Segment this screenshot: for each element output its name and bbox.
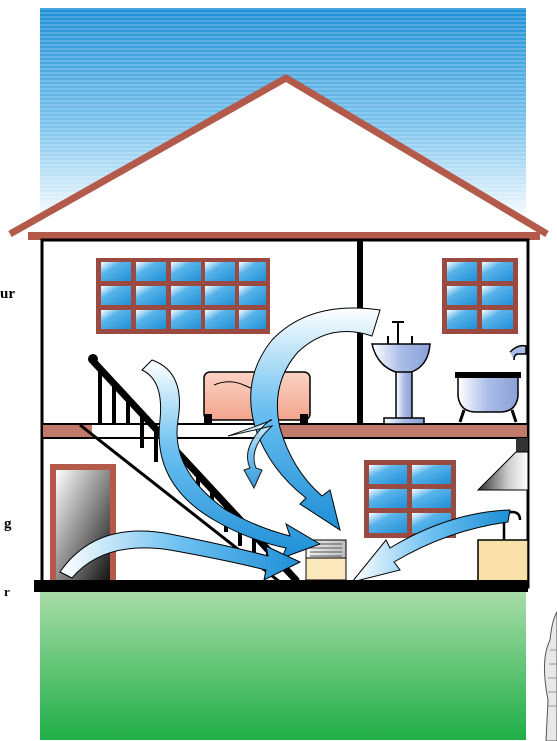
upper-left-window (96, 258, 270, 334)
upper-right-window (442, 258, 518, 334)
partial-device-edge (544, 612, 557, 741)
side-text-line-1: ur (0, 286, 15, 303)
ground-slab (34, 580, 528, 592)
upper-floor-slab (42, 424, 528, 438)
lawn (40, 592, 526, 740)
side-text-line-2: g (4, 516, 12, 533)
side-text-line-3: r (4, 584, 10, 600)
